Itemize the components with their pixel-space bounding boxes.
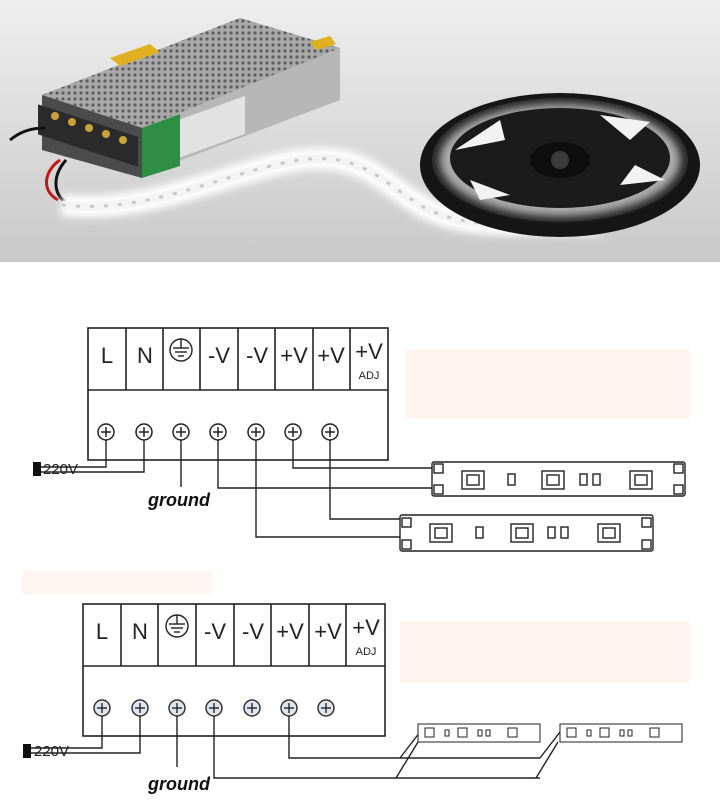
- supply-voltage-label: 220V: [34, 743, 69, 760]
- resistor-icon: [475, 526, 484, 539]
- led-strip-segment: [559, 723, 683, 743]
- blank-label-block: [405, 350, 690, 418]
- terminal-label-pos-v: +V: [276, 619, 304, 644]
- screw-terminal-icon: [284, 423, 302, 441]
- screw-terminal-icon: [243, 699, 261, 717]
- led-chip-icon: [597, 523, 621, 543]
- wires-bottom: [30, 716, 561, 779]
- terminal-label-neg-v: -V: [242, 619, 264, 644]
- screw-terminal-icon: [280, 699, 298, 717]
- screw-terminal-icon: [321, 423, 339, 441]
- screw-terminal-icon: [317, 699, 335, 717]
- resistor-icon: [507, 473, 516, 486]
- terminal-label-pos-v: +V: [317, 343, 345, 368]
- blank-label-block: [22, 570, 212, 594]
- terminal-block: [38, 104, 138, 167]
- led-chip-icon: [629, 470, 653, 490]
- terminal-label-pos-v: +V: [280, 343, 308, 368]
- plug-icon: [23, 744, 31, 758]
- led-chip-icon: [461, 470, 485, 490]
- terminal-label-l: L: [96, 619, 108, 644]
- terminal-label-pos-v-adj: +V: [355, 339, 383, 364]
- adj-label: ADJ: [356, 646, 377, 658]
- screw-terminal-row: [93, 699, 335, 717]
- screw-terminal-icon: [135, 423, 153, 441]
- screw-terminal-row: [97, 423, 339, 441]
- led-strip-segment: [417, 723, 541, 743]
- screw-terminal-icon: [172, 423, 190, 441]
- led-strip-segment: [431, 461, 686, 497]
- terminal-label-n: N: [132, 619, 148, 644]
- blank-label-block: [400, 622, 690, 682]
- screw-terminal-icon: [93, 699, 111, 717]
- ground-label: ground: [147, 490, 211, 510]
- terminal-label-n: N: [137, 343, 153, 368]
- supply-voltage-label: 220V: [43, 461, 78, 478]
- resistor-icon: [579, 473, 601, 486]
- screw-terminal-icon: [97, 423, 115, 441]
- earth-ground-icon: [169, 338, 193, 362]
- wires-top: [40, 440, 432, 538]
- terminal-label-neg-v: -V: [246, 343, 268, 368]
- earth-ground-icon: [165, 614, 189, 638]
- terminal-header: [87, 327, 389, 461]
- terminal-label-neg-v: -V: [204, 619, 226, 644]
- ground-label: ground: [147, 774, 211, 794]
- led-chip-icon: [541, 470, 565, 490]
- terminal-label-pos-v-adj: +V: [352, 615, 380, 640]
- screw-terminal-icon: [209, 423, 227, 441]
- screw-terminal-icon: [168, 699, 186, 717]
- product-photo: [0, 0, 720, 262]
- resistor-icon: [547, 526, 569, 539]
- screw-terminal-icon: [131, 699, 149, 717]
- led-chip-icon: [510, 523, 534, 543]
- terminal-label-neg-v: -V: [208, 343, 230, 368]
- terminal-label-pos-v: +V: [314, 619, 342, 644]
- power-supply-unit: [9, 18, 340, 207]
- wiring-diagram: L N -V -V +V +V +V ADJ: [22, 327, 690, 794]
- led-chip-icon: [429, 523, 453, 543]
- led-strip-segment: [399, 514, 654, 552]
- screw-terminal-icon: [205, 699, 223, 717]
- led-strip-reel: [420, 93, 700, 237]
- screw-terminal-icon: [247, 423, 265, 441]
- adj-label: ADJ: [359, 370, 380, 382]
- diagram-top: L N -V -V +V +V +V ADJ: [33, 327, 686, 552]
- diagram-bottom: L N -V -V +V +V +V ADJ: [23, 603, 683, 794]
- terminal-label-l: L: [101, 343, 113, 368]
- terminal-header: [82, 603, 386, 737]
- plug-icon: [33, 462, 41, 476]
